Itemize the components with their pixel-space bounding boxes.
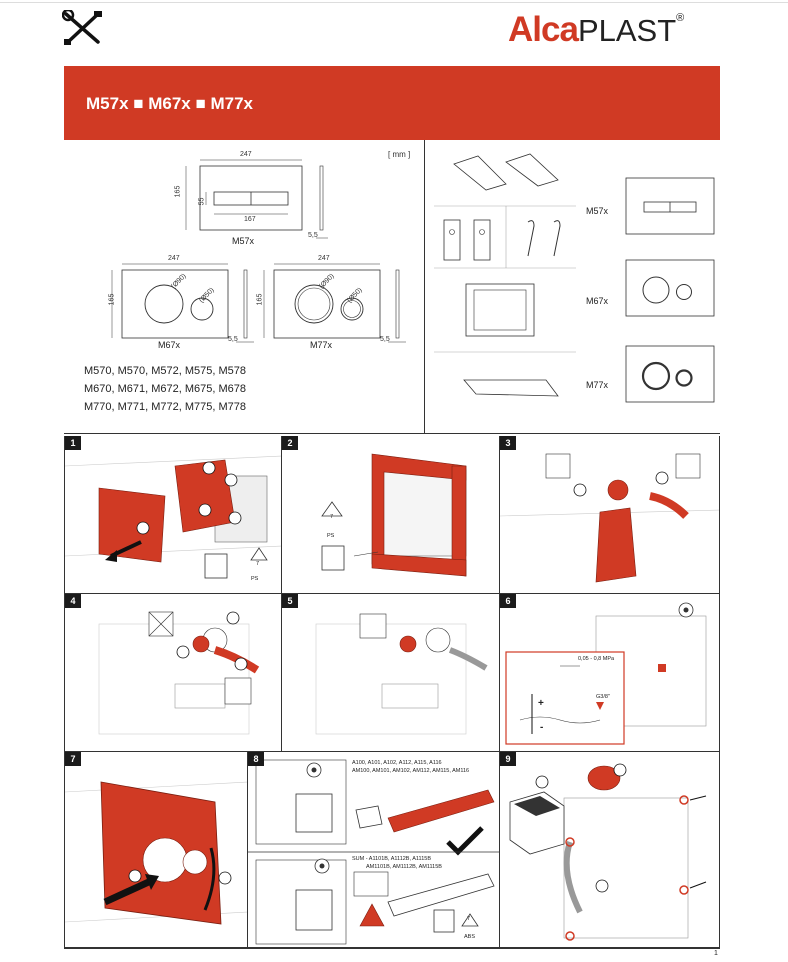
m77-caption: M77x [310,340,333,350]
m77-depth-label: 5,5 [380,336,390,343]
model-list-row: M670, M671, M672, M675, M678 [84,383,247,395]
step-1-recycle-code: 7 [256,561,260,567]
step-3-panel: 3 [500,436,720,594]
step-3-number: 3 [500,436,516,450]
step-4-number: 4 [65,594,81,608]
step-1-illustration [65,455,281,579]
step-1-recycle-material: PS [251,576,259,582]
brand-name-red: Alca [508,10,579,49]
step-8-recycle-material: ABS [464,934,476,940]
step-4-illustration [98,611,260,735]
brand-name-dark: PLAST [577,13,677,48]
title-banner: M57x ■ M67x ■ M77x [64,66,720,140]
step-8-models-a-line-1: A100, A101, A102, A112, A115, A116 [352,760,442,766]
step-2-number: 2 [282,436,298,450]
m77-height-label: 165 [256,293,264,306]
contents-m57-label: M57x [586,206,609,216]
page-number: 1 [714,950,718,957]
model-list: M570, M570, M572, M575, M578 M670, M671,… [84,362,360,416]
step-8-panel: 8 A100, A101, A102, A112, A115, A116 AM1… [248,752,500,948]
step-4-panel: 4 [64,594,282,752]
step-6-pressure-label: 0,05 - 0,8 MPa [578,656,615,662]
m57-caption: M57x [232,236,255,246]
step-9-number: 9 [500,752,516,766]
package-contents-drawing [434,153,715,403]
registered-mark: ® [676,12,685,24]
step-7-illustration [65,781,247,925]
brand-logo: AlcaPLAST® [508,10,684,50]
step-8-illustration [248,759,499,945]
tools-icon [62,10,102,45]
model-list-row: M570, M570, M572, M575, M578 [84,365,247,377]
contents-m67-label: M67x [586,296,609,306]
contents-m77-label: M77x [586,380,609,390]
step-3-illustration [500,453,719,583]
step-5-illustration [315,613,488,735]
step-6-illustration [505,602,707,745]
step-6-plus-sign: + [538,698,544,709]
banner-title: M57x ■ M67x ■ M77x [86,94,254,113]
step-8-recycle-code: 7 [467,916,471,922]
step-6-thread-label: G3/8" [596,694,610,700]
step-5-panel: 5 [282,594,500,752]
m67-height-label: 165 [108,293,116,306]
step-6-minus-sign: - [540,722,544,733]
m67-width-label: 247 [168,255,180,262]
step-1-number: 1 [65,436,81,450]
step-5-number: 5 [282,594,298,608]
step-2-recycle-code: 7 [330,514,334,520]
step-6-panel: 6 0,05 - 0,8 MPa G3/8" + - [500,594,720,752]
top-rule [0,2,788,3]
step-9-illustration [509,763,707,941]
m57-depth-label: 5,5 [308,232,318,239]
unit-label: [ mm ] [388,150,411,159]
m57-button-height-label: 55 [198,197,206,206]
bottom-rule [64,948,720,949]
spec-section: [ mm ] 247 165 55 167 5,5 M57x 247 165 (… [64,140,720,434]
step-6-number: 6 [500,594,516,608]
step-1-panel: 1 7 PS [64,436,282,594]
step-7-panel: 7 [64,752,248,948]
m67-caption: M67x [158,340,181,350]
m57-dimension-drawing [185,159,328,239]
m57-button-width-label: 167 [244,216,256,223]
m57-height-label: 165 [174,185,182,198]
m67-depth-label: 5,5 [228,336,238,343]
model-list-row: M770, M771, M772, M775, M778 [84,401,247,413]
step-8-models-b-line-2: AM1101B, AM1112B, AM1115B [366,864,442,870]
m77-dimension-drawing [263,263,406,343]
step-8-number: 8 [248,752,264,766]
m57-width-label: 247 [240,151,252,158]
m77-width-label: 247 [318,255,330,262]
step-2-panel: 2 7 PS [282,436,500,594]
spec-divider [424,140,425,434]
step-2-recycle-material: PS [327,533,335,539]
step-7-number: 7 [65,752,81,766]
m67-dimension-drawing [111,263,254,343]
step-8-models-a-line-2: AM100, AM101, AM102, AM112, AM115, AM116 [352,768,470,774]
step-9-panel: 9 [500,752,720,948]
step-8-models-b-line-1: SUM - A1101B, A1112B, A1115B [352,856,431,862]
step-2-illustration [321,453,467,577]
